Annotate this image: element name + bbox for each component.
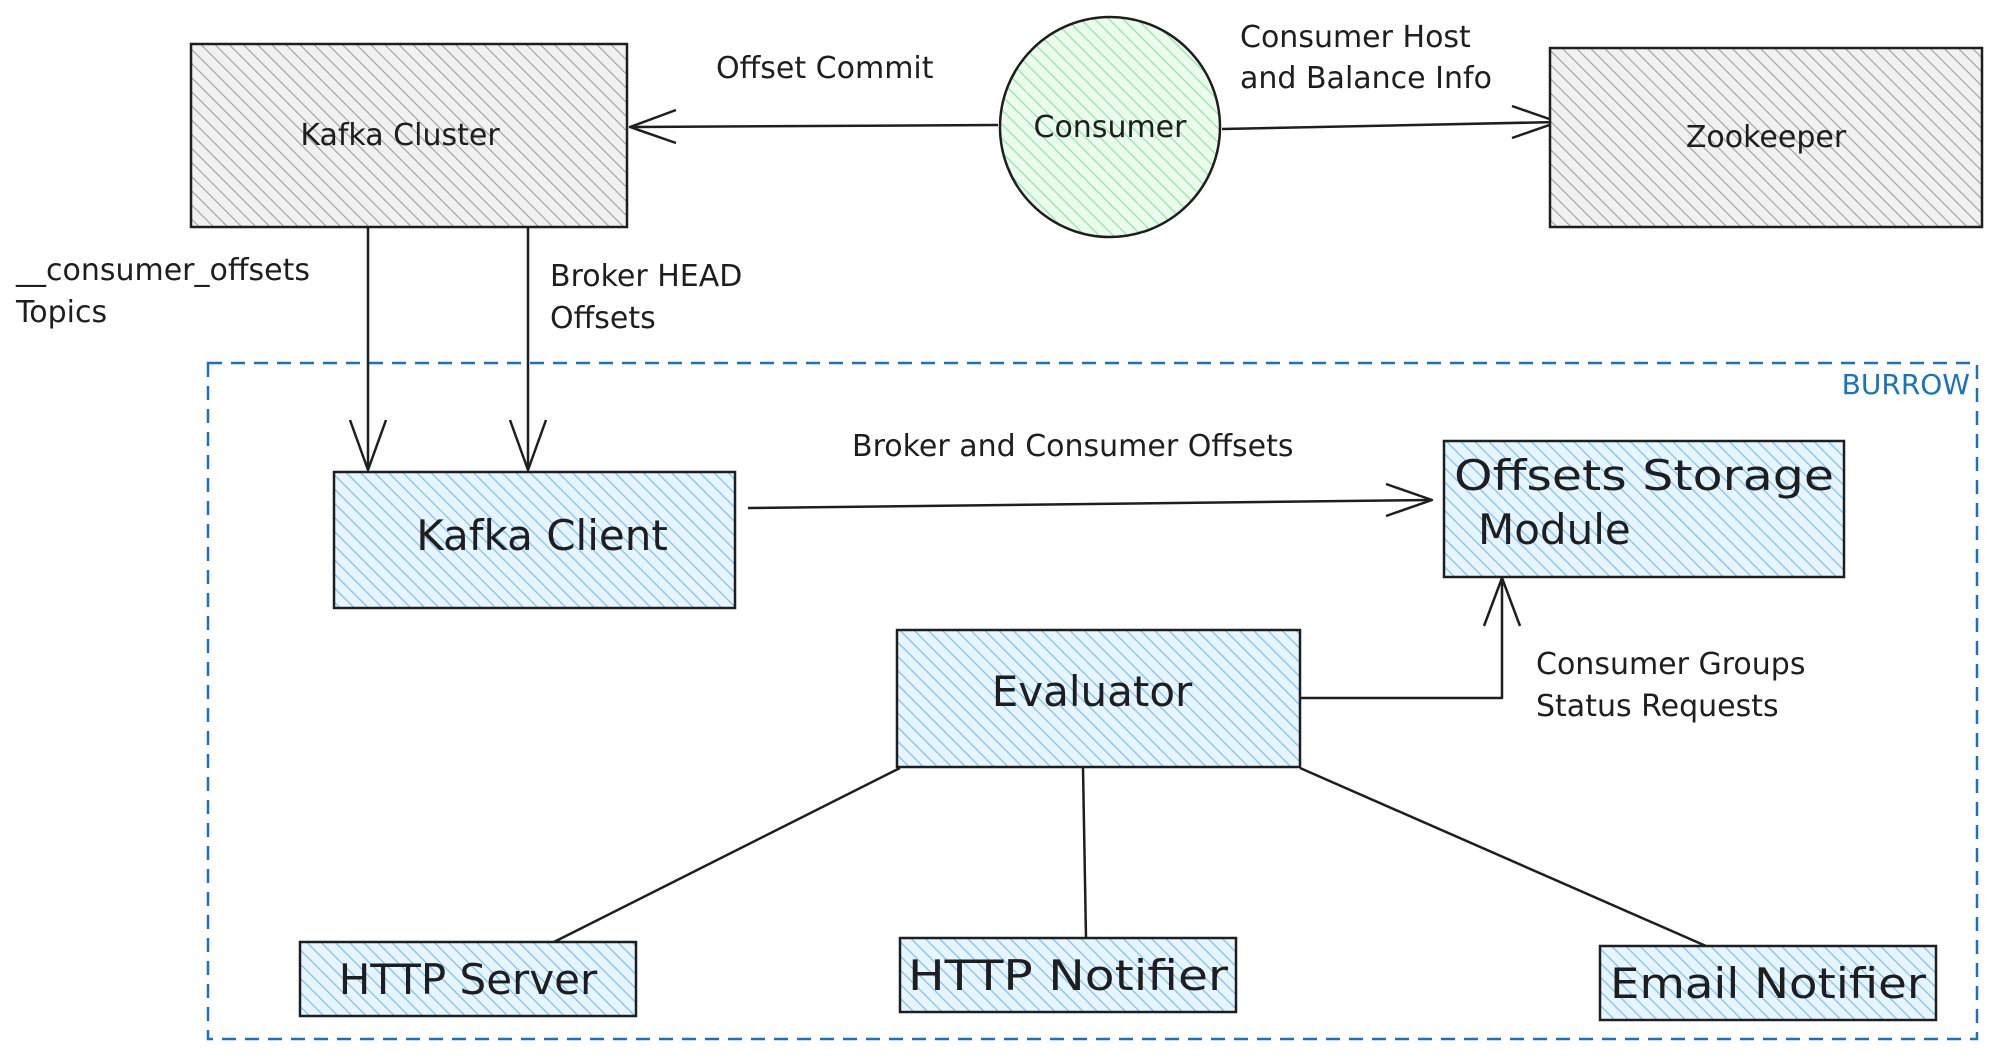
svg-text:Kafka Cluster: Kafka Cluster bbox=[300, 118, 500, 153]
node-consumer: Consumer bbox=[998, 15, 1222, 239]
svg-text:Evaluator: Evaluator bbox=[992, 667, 1193, 716]
node-email-notifier: Email Notifier bbox=[1598, 944, 1938, 1022]
edge-consumer-to-zookeeper bbox=[1221, 104, 1560, 140]
edge-label-consumer-host: Consumer Host bbox=[1240, 20, 1471, 55]
edge-consumer-offsets-topics bbox=[348, 228, 388, 472]
node-kafka-cluster: Kafka Cluster bbox=[189, 42, 629, 229]
svg-text:Module: Module bbox=[1478, 505, 1631, 554]
burrow-group-border bbox=[206, 361, 1979, 1041]
edge-label-broker-head: Broker HEAD bbox=[550, 259, 742, 294]
edge-label-status-requests: Status Requests bbox=[1536, 689, 1779, 724]
node-evaluator: Evaluator bbox=[895, 628, 1302, 769]
edge-label-consumer-offsets: __consumer_offsets bbox=[15, 253, 310, 288]
edge-status-requests bbox=[1300, 576, 1522, 700]
edge-label-broker-consumer-offsets: Broker and Consumer Offsets bbox=[852, 429, 1294, 464]
edge-offset-commit bbox=[628, 108, 999, 145]
edge-evaluator-http-server bbox=[549, 766, 901, 946]
edge-evaluator-http-notifier bbox=[1081, 767, 1088, 939]
node-http-notifier: HTTP Notifier bbox=[898, 936, 1238, 1014]
node-kafka-client: Kafka Client bbox=[332, 470, 737, 610]
edge-evaluator-email-notifier bbox=[1299, 766, 1707, 948]
node-offsets-storage-module: Offsets Storage Module bbox=[1442, 439, 1846, 579]
svg-text:HTTP Server: HTTP Server bbox=[339, 955, 598, 1004]
burrow-group-label: BURROW bbox=[1842, 368, 1970, 401]
svg-text:Email Notifier: Email Notifier bbox=[1610, 959, 1927, 1008]
svg-text:HTTP Notifier: HTTP Notifier bbox=[908, 951, 1229, 1000]
svg-text:Zookeeper: Zookeeper bbox=[1686, 120, 1847, 155]
edge-label-balance-info: and Balance Info bbox=[1240, 61, 1492, 96]
node-http-server: HTTP Server bbox=[298, 940, 638, 1018]
edge-broker-consumer-offsets bbox=[747, 482, 1434, 518]
svg-text:Consumer: Consumer bbox=[1034, 110, 1188, 145]
svg-text:Kafka Client: Kafka Client bbox=[416, 511, 668, 560]
edge-label-offsets: Offsets bbox=[550, 301, 656, 336]
edge-label-consumer-groups: Consumer Groups bbox=[1536, 647, 1805, 682]
edge-label-offset-commit: Offset Commit bbox=[716, 51, 934, 86]
edge-label-topics: Topics bbox=[15, 295, 107, 330]
svg-text:Offsets Storage: Offsets Storage bbox=[1454, 451, 1834, 500]
edge-broker-head-offsets bbox=[508, 228, 548, 472]
node-zookeeper: Zookeeper bbox=[1548, 46, 1984, 229]
